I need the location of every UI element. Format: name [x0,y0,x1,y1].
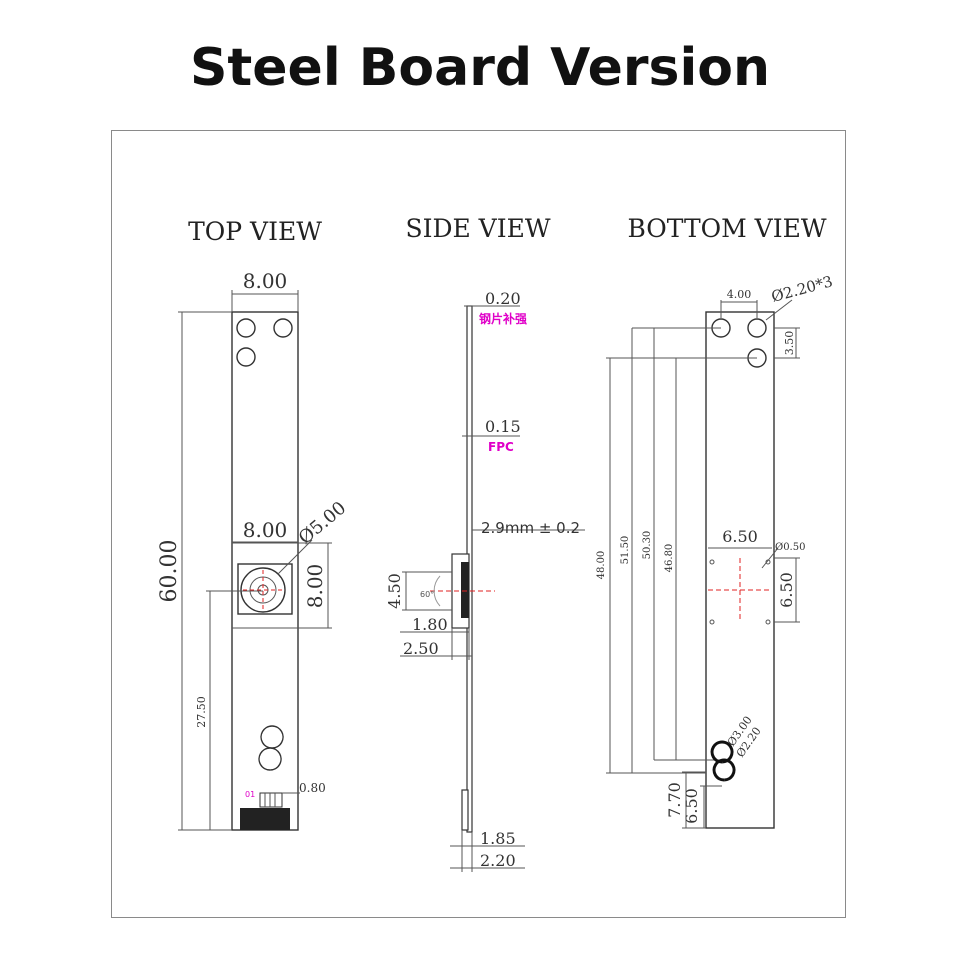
top-board-outline [231,311,299,831]
bottom-view: 4.00 Ø2.20*3 3.50 48.00 51.50 50.30 46.8… [596,272,835,829]
length-label: 60.00 [157,540,182,603]
dim-7-7: 7.70 [665,782,684,818]
lens-housing [237,563,293,615]
dim-1-80: 1.80 [412,615,448,634]
bottom-slot [710,740,736,782]
lens-h-label: 4.50 [385,573,404,609]
pad [709,559,715,565]
side-connector [461,789,469,831]
top-view-heading: TOP VIEW [188,217,322,246]
slot-outline [258,725,284,771]
connector-pins [259,792,283,808]
fpc-thickness-label: 0.15 [485,417,521,436]
side-view: 0.20 钢片补强 0.15 FPC 2.9mm ± 0.2 60° 4.50 … [385,289,585,872]
dim-51-5: 51.50 [620,536,631,565]
dim-2-50: 2.50 [403,639,439,658]
height-label: 2.9mm ± 0.2 [481,519,580,537]
fov-angle: 60° [420,590,434,599]
hole-diameter-label: Ø2.20*3 [769,272,834,306]
dim-48: 48.00 [596,551,607,580]
hole-offset-label: 3.50 [783,331,796,356]
steel-note: 钢片补强 [479,311,527,326]
drawing-frame [111,130,846,918]
mount-hole [273,318,293,338]
connector-distance-label: 27.50 [195,696,208,728]
lens-outer [240,567,286,613]
top-width-label: 8.00 [243,269,288,293]
dim-6-5: 6.50 [682,788,701,824]
square-height-label: 6.50 [777,572,796,608]
bottom-view-heading: BOTTOM VIEW [627,214,826,243]
lens-diameter-label: Ø5.00 [295,497,351,548]
page-title: Steel Board Version [189,38,771,98]
pin1-label: 01 [245,790,255,799]
connector-body [240,808,290,830]
top-view: 8.00 8.00 Ø5.00 8.00 60.00 27.50 [157,269,351,831]
lens-barrel [461,562,469,618]
lens-height-label: 8.00 [303,564,327,609]
dim-46-8: 46.80 [664,544,675,573]
mid-width-label: 8.00 [243,518,288,542]
pad [765,619,771,625]
bottom-hole [747,318,767,338]
dim-1-85: 1.85 [480,829,516,848]
dim-50-3: 50.30 [642,531,653,560]
fpc-note: FPC [488,440,514,454]
fov-arc [433,575,441,607]
bottom-board-outline [705,311,775,829]
pad-diameter-label: Ø0.50 [775,542,805,553]
pin-pitch-label: 0.80 [299,781,326,795]
mount-hole [236,318,256,338]
steel-thickness-label: 0.20 [485,289,521,308]
square-width-label: 6.50 [722,527,758,546]
hole-pitch-label: 4.00 [727,288,752,301]
dim-2-20: 2.20 [480,851,516,870]
pad [709,619,715,625]
side-view-heading: SIDE VIEW [405,214,550,243]
mount-hole [236,347,256,367]
